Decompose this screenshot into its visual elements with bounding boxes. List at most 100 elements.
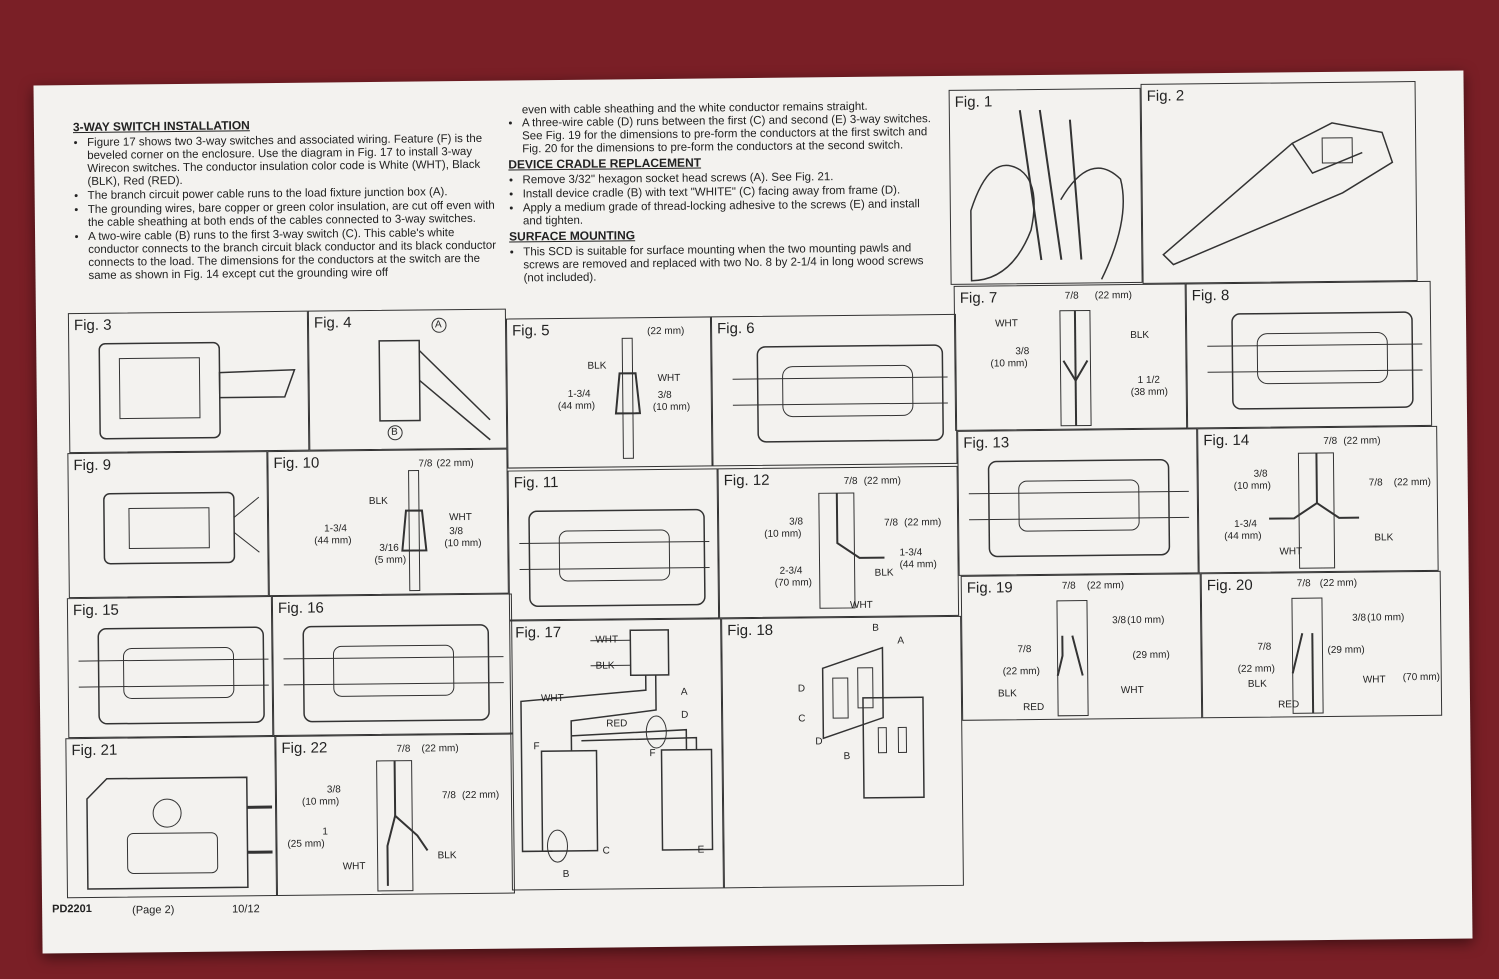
dim-label: (22 mm) xyxy=(1094,290,1133,302)
dim-label: 1-3/4 xyxy=(324,523,348,535)
callout-b: B xyxy=(391,426,398,438)
section-continued: even with cable sheathing and the white … xyxy=(504,96,946,316)
dim-label: (22 mm) xyxy=(461,789,500,802)
bullet: Apply a medium grade of thread-locking a… xyxy=(523,198,941,228)
figure-21: Fig. 21 xyxy=(65,736,277,899)
dim-label: (10 mm) xyxy=(1233,480,1272,492)
dim-label: 3/8 xyxy=(657,389,672,401)
bullet: Figure 17 shows two 3-way switches and a… xyxy=(87,133,496,189)
wire-label-wht: WHT xyxy=(1279,546,1303,558)
figure-4: Fig. 4 A B xyxy=(307,308,508,451)
figure-8: Fig. 8 xyxy=(1185,280,1433,429)
figure-18: Fig. 18 B A D C D B xyxy=(721,615,964,889)
wire-label-blk: BLK xyxy=(1247,678,1267,690)
figure-6: Fig. 6 xyxy=(710,313,958,467)
callout-a: A xyxy=(434,319,442,331)
callout-b: B xyxy=(562,868,570,881)
dim-label: (25 mm) xyxy=(287,838,325,850)
conductor-dimension-drawing xyxy=(376,760,429,892)
figure-17: Fig. 17 WHT BLK WHT RED A D F F C E B xyxy=(509,618,724,891)
section-3way-install: 3-WAY SWITCH INSTALLATION Figure 17 show… xyxy=(69,111,501,315)
dim-label: (22 mm) xyxy=(904,517,942,529)
callout-f: F xyxy=(649,748,656,760)
figure-1: Fig. 1 xyxy=(948,87,1143,285)
section-title-surface: SURFACE MOUNTING xyxy=(509,228,636,244)
dim-label: 1 1/2 xyxy=(1137,374,1160,386)
dim-label: 7/8 xyxy=(1368,477,1383,489)
dim-label: 3/8 xyxy=(789,516,804,528)
dim-label: (22 mm) xyxy=(647,325,685,338)
dim-label: 3/8 xyxy=(326,784,341,796)
bullet: This SCD is suitable for surface mountin… xyxy=(523,242,941,285)
dim-label: (29 mm) xyxy=(1327,644,1365,656)
wire-label-blk: BLK xyxy=(437,850,457,862)
section-title-cradle: DEVICE CRADLE REPLACEMENT xyxy=(508,155,702,172)
dim-label: 7/8 xyxy=(1257,641,1272,653)
switch-illustration xyxy=(98,341,296,440)
wire-label-wht: WHT xyxy=(849,599,873,611)
callout-d: D xyxy=(681,709,689,721)
wire-label-red: RED xyxy=(606,718,628,730)
wire-label-wht: WHT xyxy=(595,634,619,646)
dim-label: 1-3/4 xyxy=(567,388,591,400)
wire-label-blk: BLK xyxy=(368,495,388,508)
wire-label-blk: BLK xyxy=(1374,532,1394,544)
dim-label: 7/8 xyxy=(441,790,456,802)
figure-15: Fig. 15 xyxy=(66,596,274,739)
dim-label: 1 xyxy=(322,826,328,838)
enclosure-illustration xyxy=(86,776,273,890)
figure-12: Fig. 12 7/8 (22 mm) 3/8 (10 mm) 7/8 (22 … xyxy=(717,465,960,619)
callout-c: C xyxy=(798,713,806,725)
wire-label-red: RED xyxy=(1277,699,1300,711)
dim-label: 3/8 xyxy=(1352,612,1367,624)
callout-b: B xyxy=(843,750,851,763)
dim-label: (10 mm) xyxy=(1367,612,1405,624)
conductor-dimension-drawing xyxy=(818,492,885,609)
dim-label: 7/8 xyxy=(843,475,858,488)
conductor-dimension-drawing xyxy=(614,337,642,459)
instruction-sheet: 3-WAY SWITCH INSTALLATION Figure 17 show… xyxy=(33,70,1473,954)
figure-22: Fig. 22 7/8 (22 mm) 3/8 (10 mm) 7/8 (22 … xyxy=(275,733,515,897)
callout-a: A xyxy=(897,635,905,647)
dim-label: (22 mm) xyxy=(1237,663,1275,675)
wire-label-wht: WHT xyxy=(657,372,681,384)
dim-label: 1-3/4 xyxy=(899,547,923,559)
dim-label: 3/8 xyxy=(1253,468,1268,480)
wire-label-wht: WHT xyxy=(342,861,366,873)
callout-c: C xyxy=(602,845,610,857)
dim-label: (10 mm) xyxy=(652,401,691,414)
figure-11: Fig. 11 xyxy=(507,468,720,621)
dim-label: 3/8 xyxy=(1112,615,1127,627)
dim-label: 7/8 xyxy=(1323,435,1338,448)
switch-illustration xyxy=(283,624,504,723)
dim-label: (70 mm) xyxy=(1402,671,1441,684)
callout-b: B xyxy=(872,622,879,634)
dim-label: (10 mm) xyxy=(990,358,1028,370)
dim-label: 7/8 xyxy=(1017,644,1032,656)
dim-label: 7/8 xyxy=(396,743,411,755)
dim-label: (10 mm) xyxy=(764,528,802,540)
switch-illustration xyxy=(103,491,260,565)
wire-label-wht: WHT xyxy=(1120,684,1144,697)
wire-label-blk: BLK xyxy=(874,567,894,579)
switch-illustration xyxy=(519,508,710,608)
dim-label: (10 mm) xyxy=(444,537,482,550)
dim-label: (22 mm) xyxy=(1086,580,1125,592)
dim-label: (29 mm) xyxy=(1132,649,1170,662)
wiring-diagram xyxy=(520,629,714,863)
conductor-dimension-drawing xyxy=(1056,600,1089,717)
dim-label: (22 mm) xyxy=(421,743,459,755)
cradle-exploded-view xyxy=(821,646,925,799)
figure-5: Fig. 5 (22 mm) BLK WHT 1-3/4 (44 mm) 3/8… xyxy=(505,316,713,469)
dim-label: (44 mm) xyxy=(557,400,596,413)
dim-label: 7/8 xyxy=(1064,290,1079,302)
dim-label: 7/8 xyxy=(418,458,433,470)
wire-label-wht: WHT xyxy=(540,692,564,705)
dim-label: 7/8 xyxy=(1061,580,1076,592)
dim-label: (22 mm) xyxy=(436,457,474,470)
dim-label: (70 mm) xyxy=(774,577,813,589)
figure-7: Fig. 7 7/8 (22 mm) WHT BLK 3/8 (10 mm) 1… xyxy=(953,283,1188,431)
callout-d: D xyxy=(797,683,806,695)
switch-illustration xyxy=(968,458,1190,558)
dim-label: 7/8 xyxy=(884,517,899,529)
